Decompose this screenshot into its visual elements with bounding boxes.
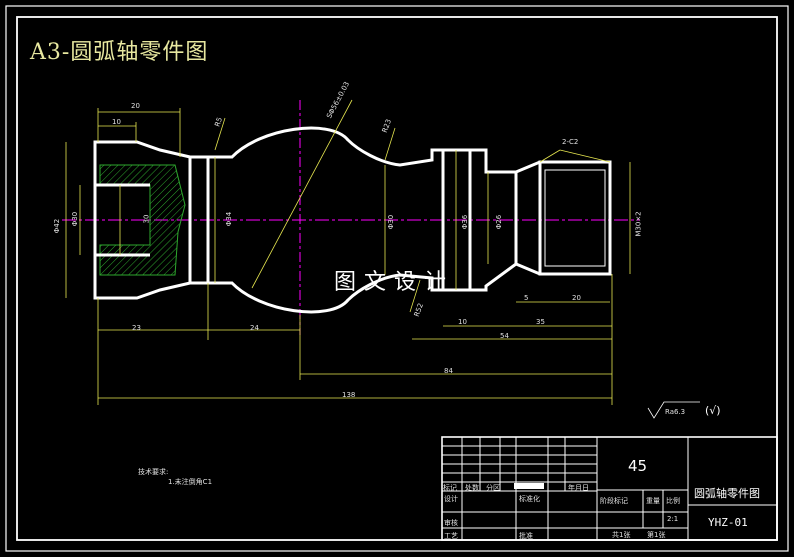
part-name: 圆弧轴零件图 <box>694 487 760 500</box>
dim-d34: Φ34 <box>225 211 234 227</box>
label-process: 工艺 <box>444 532 458 540</box>
shaft-outline <box>93 126 612 314</box>
dim-20-top: 20 <box>131 102 140 110</box>
dim-84: 84 <box>444 367 453 375</box>
roughness-value: Ra6.3 <box>665 408 686 416</box>
dim-54: 54 <box>500 332 509 340</box>
material: 45 <box>628 457 648 475</box>
title-block-fill <box>514 483 544 489</box>
label-approve: 批准 <box>519 532 533 540</box>
dim-30-inner: 30 <box>142 214 151 224</box>
label-stage-mark: 阶段标记 <box>600 497 628 505</box>
inner-frame <box>16 16 778 541</box>
title-block <box>441 436 778 541</box>
roughness-symbol <box>647 401 700 419</box>
watermark: 图文设计 <box>334 270 455 295</box>
label-scale: 比例 <box>666 497 680 505</box>
thread-inner <box>544 169 606 267</box>
label-sheets-total: 共1张 <box>612 531 631 539</box>
dim-35: 35 <box>536 318 545 326</box>
roughness-other: (√) <box>705 404 721 417</box>
dim-d30-mid: Φ30 <box>387 214 396 230</box>
dim-d26: Φ26 <box>495 214 504 230</box>
dim-23: 23 <box>132 324 141 332</box>
dim-m30: M30×2 <box>634 211 643 237</box>
label-mark: 标记 <box>443 484 457 492</box>
drawing-number: YHZ-01 <box>708 516 748 529</box>
label-weight: 重量 <box>646 497 660 505</box>
label-zone: 分区 <box>486 484 500 492</box>
label-design: 设计 <box>444 495 458 503</box>
tech-req-item: 1.未注倒角C1 <box>168 478 213 486</box>
dim-5: 5 <box>524 294 529 302</box>
label-standard: 标准化 <box>519 495 540 503</box>
outer-frame <box>5 5 789 552</box>
dim-20: 20 <box>572 294 581 302</box>
dim-d30: Φ30 <box>71 211 80 227</box>
dimension-lines <box>65 99 631 405</box>
label-count: 处数 <box>465 484 479 492</box>
dim-24: 24 <box>250 324 259 332</box>
label-date: 年月日 <box>568 484 589 492</box>
dim-10: 10 <box>458 318 467 326</box>
label-sheet-no: 第1张 <box>647 531 666 539</box>
tech-req-title: 技术要求: <box>138 468 169 476</box>
dim-d36: Φ36 <box>461 214 470 230</box>
dim-138: 138 <box>342 391 356 399</box>
label-review: 审核 <box>444 519 458 527</box>
scale-value: 2:1 <box>667 515 679 523</box>
drawing-title: A3-圆弧轴零件图 <box>30 40 209 65</box>
dim-10-top: 10 <box>112 118 121 126</box>
dim-chamfer: 2-C2 <box>562 138 579 146</box>
dim-d42: Φ42 <box>53 218 62 234</box>
